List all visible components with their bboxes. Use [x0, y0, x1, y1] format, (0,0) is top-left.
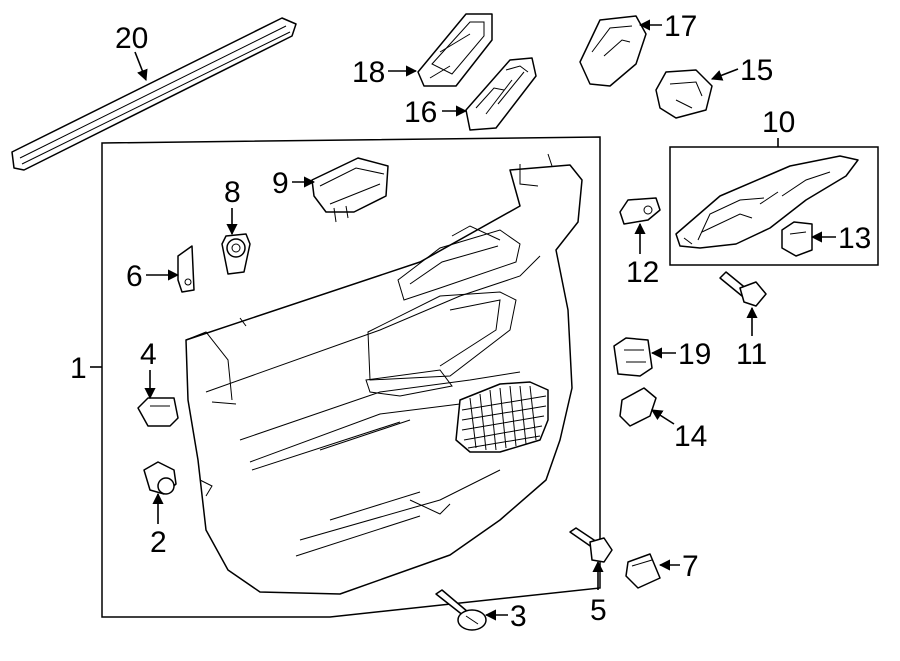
part-2-push-pin-retainer [143, 461, 177, 495]
callout-17: 17 [664, 10, 697, 43]
part-9-armrest-switch-bezel [311, 157, 389, 223]
callout-7: 7 [682, 550, 699, 583]
callout-labels: 20 18 16 17 15 10 9 8 6 13 12 11 19 1 4 … [70, 10, 871, 633]
callout-15: 15 [740, 54, 773, 87]
callout-12: 12 [626, 256, 659, 289]
callout-6: 6 [126, 260, 143, 293]
part-10-assembly-frame [669, 146, 879, 266]
callout-5: 5 [590, 594, 607, 627]
callout-16: 16 [404, 96, 437, 129]
part-7-cover-cap [625, 553, 661, 589]
part-1-door-trim-panel [185, 153, 583, 595]
callout-2: 2 [150, 526, 167, 559]
leader-15 [710, 68, 739, 81]
part-10-door-handle-bezel [675, 155, 859, 249]
part-20-belt-weatherstrip [11, 17, 297, 171]
leader-20 [134, 51, 148, 82]
part-8-retainer-clip [221, 233, 251, 275]
part-12-clip [619, 197, 661, 225]
leader-14 [651, 409, 675, 425]
part-18-switch-bezel [417, 13, 493, 87]
callout-11: 11 [736, 338, 767, 371]
part-4-push-clip [137, 397, 179, 427]
part-14-cover-panel [619, 387, 657, 427]
part-17-switch-bezel [579, 15, 647, 87]
door-panel-assembly-frame [101, 136, 601, 618]
leader-arrows [90, 19, 836, 621]
callout-4: 4 [140, 338, 157, 371]
part-5-bolt [569, 527, 613, 563]
part-6-clip [177, 245, 195, 293]
callout-18: 18 [352, 56, 385, 89]
part-16-window-switch [465, 57, 537, 131]
callout-10: 10 [762, 106, 795, 139]
part-3-screw [435, 589, 487, 631]
callout-1: 1 [70, 352, 87, 385]
callout-13: 13 [838, 222, 871, 255]
callout-20: 20 [115, 22, 148, 55]
part-19-switch [613, 337, 653, 377]
part-13-switch [781, 221, 813, 257]
part-15-switch [655, 69, 713, 119]
callout-9: 9 [272, 167, 289, 200]
part-11-bolt [719, 271, 767, 307]
callout-3: 3 [510, 600, 527, 633]
callout-19: 19 [678, 338, 711, 371]
callout-14: 14 [674, 420, 707, 453]
callout-8: 8 [224, 176, 241, 209]
